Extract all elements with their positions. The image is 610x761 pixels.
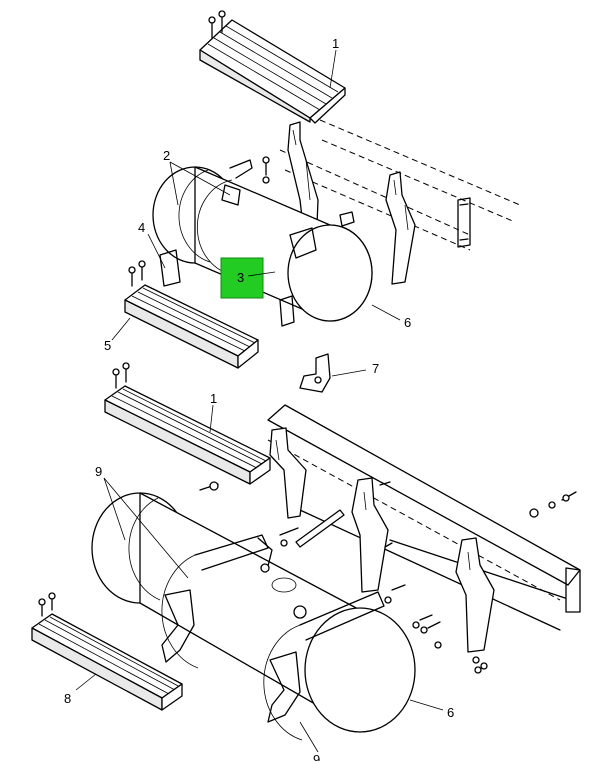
callout-4: 4 (138, 220, 145, 235)
hanger-brackets-bottom (269, 427, 495, 653)
hardware-bottom (199, 481, 577, 674)
callout-7: 7 (372, 361, 379, 376)
step-8 (31, 613, 183, 711)
callout-8: 8 (64, 691, 71, 706)
bolts-step-8 (38, 592, 56, 617)
callout-lines-top (111, 49, 401, 377)
bolts-top (208, 10, 270, 184)
callout-6-bottom: 6 (447, 705, 454, 720)
frame-rail-top (279, 119, 521, 251)
fuel-tank-top (152, 166, 373, 322)
callout-5: 5 (104, 338, 111, 353)
callout-9-bottom: 9 (313, 752, 320, 761)
callout-lines-bottom (75, 404, 444, 753)
step-1-bottom (104, 385, 271, 485)
callout-1-bottom: 1 (210, 391, 217, 406)
straps-bottom (161, 534, 385, 723)
callout-3[interactable]: 3 (237, 270, 244, 285)
bracket-7 (299, 353, 331, 393)
straps-top (159, 159, 355, 327)
callout-6-top: 6 (404, 315, 411, 330)
callout-9-top: 9 (95, 464, 102, 479)
callout-2: 2 (163, 148, 170, 163)
bolts-step-1-bottom (112, 362, 130, 389)
fuel-tank-bottom (91, 492, 416, 741)
callout-1-top: 1 (332, 36, 339, 51)
highlight-box-3[interactable] (220, 257, 264, 299)
bolts-step-5 (128, 260, 146, 287)
fuel-rod (257, 509, 345, 573)
step-1-top (199, 19, 346, 124)
step-5 (124, 284, 259, 369)
